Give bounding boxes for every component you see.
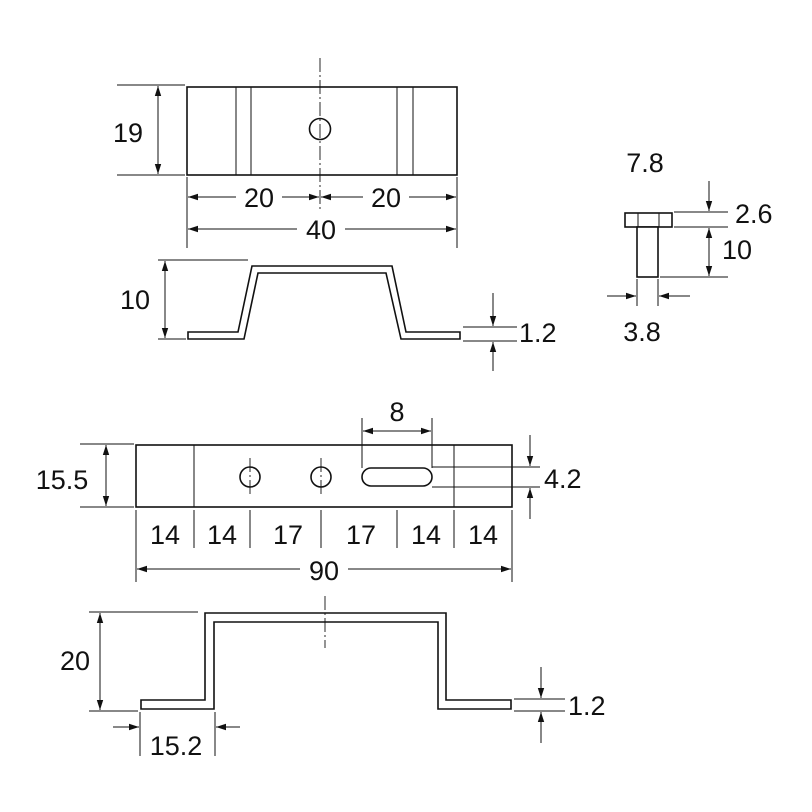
long-bracket-plate xyxy=(135,444,513,508)
dim-head-height-label: 2.6 xyxy=(735,199,773,229)
dim-segment-label: 14 xyxy=(411,520,441,550)
dim-slot-width-label: 4.2 xyxy=(544,464,582,494)
dim-segment-label: 17 xyxy=(346,520,376,550)
dim-thickness-label: 1.2 xyxy=(568,691,606,721)
dim-side-height-label: 10 xyxy=(120,285,150,315)
bolt-side-view: 7.8 2.6 10 3.8 xyxy=(607,148,773,347)
label-bg xyxy=(236,181,282,211)
bolt-shank xyxy=(636,226,659,278)
long-bracket-profile xyxy=(140,612,512,710)
dim-height-label: 19 xyxy=(113,118,143,148)
small-bracket-side-view: 10 1.2 xyxy=(120,259,557,371)
small-bracket-profile xyxy=(187,265,461,340)
dim-right-half-label: 20 xyxy=(371,183,401,213)
label-bg xyxy=(297,213,345,243)
dim-flange-label: 15.2 xyxy=(150,731,203,761)
dim-width-label: 40 xyxy=(306,215,336,245)
small-bracket-plan-view: 19 20 20 40 xyxy=(113,58,458,248)
dim-height-label: 15.5 xyxy=(36,465,89,495)
dim-segment-label: 14 xyxy=(468,520,498,550)
dim-segment-label: 14 xyxy=(150,520,180,550)
dim-segment-label: 14 xyxy=(207,520,237,550)
dim-slot-length-label: 8 xyxy=(389,397,404,427)
dim-head-width-label: 7.8 xyxy=(626,148,664,178)
dim-bolt-length-label: 10 xyxy=(722,235,752,265)
dim-segment-label: 17 xyxy=(273,520,303,550)
label-bg xyxy=(363,181,409,211)
long-bracket-side-view: 20 15.2 1.2 xyxy=(60,596,606,761)
long-bracket-plan-view: 15.5 8 4.2 14 14 17 17 14 14 90 xyxy=(36,397,582,586)
dim-left-half-label: 20 xyxy=(244,183,274,213)
bolt-head xyxy=(624,212,673,228)
mounting-slot xyxy=(361,467,433,487)
dim-shank-diameter-label: 3.8 xyxy=(623,317,661,347)
label-bg xyxy=(300,553,348,583)
dim-side-height-label: 20 xyxy=(60,646,90,676)
dim-thickness-label: 1.2 xyxy=(519,318,557,348)
dim-width-label: 90 xyxy=(309,556,339,586)
